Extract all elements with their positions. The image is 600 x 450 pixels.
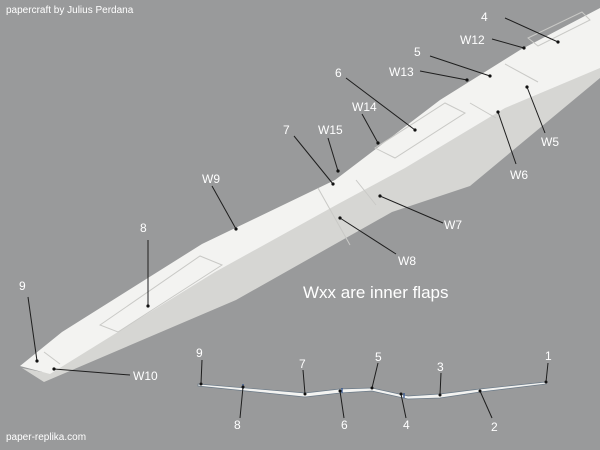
wing-panel-lines [43, 11, 591, 365]
profile-label-3: 3 [437, 360, 444, 374]
leader-4-dot [556, 40, 560, 44]
profile-leader-lines [199, 359, 549, 419]
wing-underside [22, 64, 600, 382]
leader-w7 [379, 195, 444, 224]
leader-5-dot [488, 74, 492, 78]
label-5: 5 [414, 45, 421, 59]
profile-leader-3 [439, 372, 442, 396]
profile-leader-6-dot [338, 389, 342, 393]
leader-9 [27, 296, 38, 362]
leader-w7-dot [378, 194, 382, 198]
leader-w15-dot [336, 169, 340, 173]
profile-leader-2-dot [478, 389, 482, 393]
leader-w8 [339, 217, 397, 255]
profile-label-5: 5 [375, 350, 382, 364]
profile-leader-7-dot [303, 392, 307, 396]
leader-w15 [327, 137, 339, 172]
label-9: 9 [19, 279, 26, 293]
wing-profile-shape [197, 381, 547, 400]
leader-7 [293, 135, 334, 185]
profile-label-9: 9 [196, 346, 203, 360]
leader-5 [429, 55, 491, 77]
label-6: 6 [335, 66, 342, 80]
profile-label-1: 1 [545, 349, 552, 363]
leader-w8-dot [338, 216, 342, 220]
label-w5: W5 [541, 135, 559, 149]
inner-flaps-note: Wxx are inner flaps [303, 283, 449, 302]
profile-label-8: 8 [234, 418, 241, 432]
label-w9: W9 [202, 172, 220, 186]
leader-6-dot [413, 128, 417, 132]
profile-leader-9 [200, 359, 203, 385]
label-w10: W10 [133, 369, 158, 383]
leader-w13 [419, 70, 468, 81]
wing-profile [197, 381, 547, 400]
leader-4 [504, 17, 559, 43]
leader-w9 [211, 185, 237, 230]
wing-leader-lines [27, 17, 560, 376]
credit-bottom: paper-replika.com [6, 432, 87, 443]
leader-6 [345, 77, 416, 131]
label-4: 4 [481, 10, 488, 24]
profile-leader-1-dot [544, 380, 548, 384]
profile-label-6: 6 [341, 418, 348, 432]
leader-8-dot [146, 304, 150, 308]
leader-w13-dot [465, 78, 469, 82]
profile-leader-5-dot [370, 386, 374, 390]
leader-w5-dot [525, 85, 529, 89]
leader-w10-dot [52, 367, 56, 371]
profile-label-7: 7 [299, 357, 306, 371]
profile-leader-4-dot [399, 392, 403, 396]
leader-w14-dot [376, 141, 380, 145]
leader-w6-dot [496, 110, 500, 114]
leader-9-dot [35, 359, 39, 363]
profile-leader-6 [339, 390, 345, 419]
leader-w12 [491, 38, 525, 49]
profile-leader-5 [371, 362, 379, 389]
leader-w14 [361, 113, 379, 144]
label-w15: W15 [318, 123, 343, 137]
profile-leader-3-dot [438, 393, 442, 397]
profile-leader-7 [302, 369, 306, 395]
credit-top: papercraft by Julius Perdana [6, 5, 134, 16]
profile-labels: 1 2 3 4 5 6 7 8 9 [196, 346, 552, 434]
label-7: 7 [283, 123, 290, 137]
label-w7: W7 [444, 218, 462, 232]
label-w14: W14 [352, 100, 377, 114]
profile-leader-9-dot [199, 382, 203, 386]
label-w12: W12 [460, 33, 485, 47]
profile-leader-8 [239, 386, 244, 419]
leader-w6 [497, 111, 517, 165]
leader-w9-dot [234, 227, 238, 231]
profile-leader-1 [545, 362, 549, 383]
profile-label-2: 2 [491, 420, 498, 434]
leader-7-dot [331, 182, 335, 186]
profile-leader-2 [479, 390, 493, 419]
label-w8: W8 [398, 254, 416, 268]
profile-label-4: 4 [403, 418, 410, 432]
leader-w5 [526, 86, 546, 134]
leader-w12-dot [522, 46, 526, 50]
label-8: 8 [140, 221, 147, 235]
label-w6: W6 [510, 168, 528, 182]
wing-top-surface [20, 8, 600, 374]
profile-leader-4 [400, 393, 407, 419]
label-w13: W13 [389, 65, 414, 79]
leader-w10 [53, 368, 131, 376]
profile-leader-8-dot [241, 385, 245, 389]
wing-labels: 4 5 6 7 8 9 W5 W6 W7 W8 W9 W10 W12 W13 W… [19, 10, 559, 383]
